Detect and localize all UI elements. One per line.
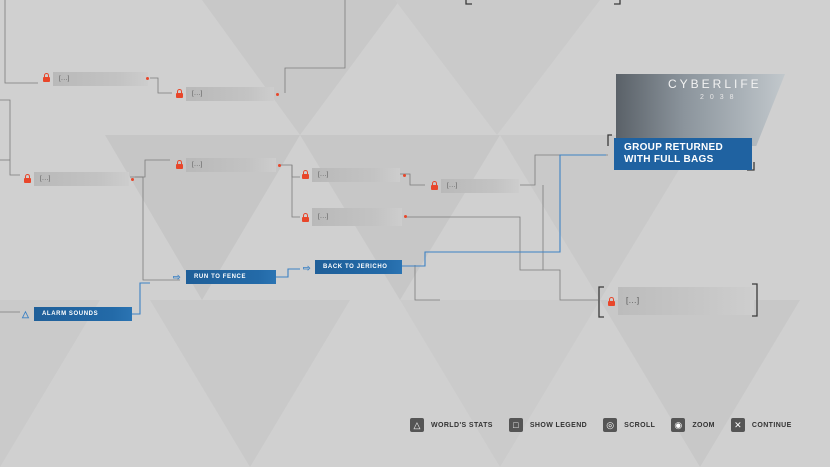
- node-alarm-sounds[interactable]: ALARM SOUNDS: [34, 307, 132, 321]
- node-run-to-fence[interactable]: RUN TO FENCE: [186, 270, 276, 284]
- lock-icon: [24, 174, 31, 183]
- lock-icon: [176, 89, 183, 98]
- connector-dot: [276, 93, 279, 96]
- node-back-to-jericho[interactable]: BACK TO JERICHO: [315, 260, 402, 274]
- show-legend-button[interactable]: □ SHOW LEGEND: [508, 418, 587, 432]
- locked-node[interactable]: [...]: [441, 179, 519, 193]
- connector-dot: [404, 215, 407, 218]
- connector-dot: [131, 178, 134, 181]
- lock-icon: [176, 160, 183, 169]
- locked-node[interactable]: [...]: [312, 208, 402, 226]
- ending-card-group-returned[interactable]: GROUP RETURNED WITH FULL BAGS: [614, 138, 752, 170]
- zoom-button[interactable]: ◉ ZOOM: [671, 418, 715, 432]
- triangle-icon: △: [410, 418, 424, 432]
- locked-node[interactable]: [...]: [312, 168, 400, 182]
- path-arrow-icon: ⇨: [303, 263, 311, 273]
- lock-icon: [608, 297, 615, 306]
- locked-node[interactable]: [...]: [34, 172, 129, 186]
- scroll-stick-icon: ◎: [603, 418, 618, 432]
- locked-node[interactable]: [...]: [186, 87, 274, 101]
- connector-dot: [278, 164, 281, 167]
- connector-dot: [403, 174, 406, 177]
- zoom-stick-icon: ◉: [671, 418, 686, 432]
- worlds-stats-button[interactable]: △ WORLD'S STATS: [410, 418, 493, 432]
- triangle-icon: △: [22, 309, 29, 319]
- lock-icon: [43, 73, 50, 82]
- lock-icon: [302, 170, 309, 179]
- path-arrow-icon: ⇨: [173, 272, 181, 282]
- locked-ending-node[interactable]: [...]: [618, 287, 754, 315]
- lock-icon: [302, 213, 309, 222]
- ending-thumbnail: CYBERLIFE 2038: [616, 74, 785, 146]
- locked-node[interactable]: [...]: [53, 72, 148, 86]
- connector-dot: [146, 77, 149, 80]
- control-hints-bar: △ WORLD'S STATS □ SHOW LEGEND ◎ SCROLL ◉…: [410, 418, 808, 432]
- lock-icon: [431, 181, 438, 190]
- continue-button[interactable]: ✕ CONTINUE: [730, 418, 792, 432]
- scroll-button[interactable]: ◎ SCROLL: [603, 418, 655, 432]
- square-icon: □: [508, 418, 523, 432]
- locked-node[interactable]: [...]: [186, 158, 276, 172]
- cross-icon: ✕: [730, 418, 745, 432]
